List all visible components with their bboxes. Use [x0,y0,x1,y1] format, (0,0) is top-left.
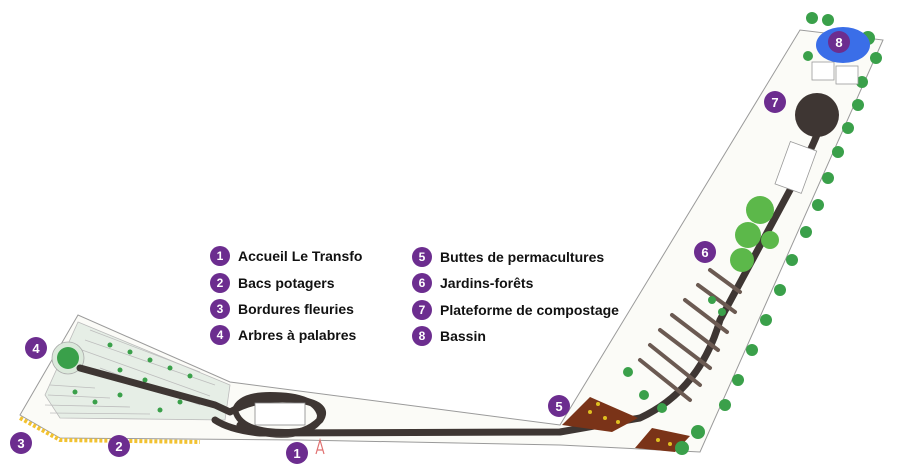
forest-garden-trees [730,196,779,272]
legend-label: Plateforme de compostage [440,302,619,318]
palaver-tree [57,347,79,369]
entrance-marker-icon [315,437,325,455]
map-marker-arbres-palabres: 4 [25,337,47,359]
legend-label: Bacs potagers [238,275,335,291]
legend-item-arbres-palabres: 4 Arbres à palabres [210,325,356,345]
legend-item-bacs-potagers: 2 Bacs potagers [210,273,334,293]
site-boundary [19,29,884,453]
legend-item-jardins-forets: 6 Jardins-forêts [412,273,533,293]
map-marker-jardins-forets: 6 [694,241,716,263]
map-marker-bacs-potagers: 2 [108,435,130,457]
compost-shed [774,141,818,194]
legend-item-bassin: 8 Bassin [412,326,486,346]
pond-building-2 [835,65,859,85]
pond-building-1 [811,61,835,81]
legend-badge: 5 [412,247,432,267]
legend-badge: 8 [412,326,432,346]
legend-item-compostage: 7 Plateforme de compostage [412,300,619,320]
map-marker-bordures-fleuries: 3 [10,432,32,454]
map-marker-compostage: 7 [764,91,786,113]
legend-label: Buttes de permacultures [440,249,605,265]
legend-label: Accueil Le Transfo [238,248,363,264]
forest-garden-rows [638,268,742,402]
bed-plants [72,342,193,413]
hedge-trees [623,12,882,455]
legend-label: Arbres à palabres [238,327,357,343]
welcome-building [254,402,306,426]
legend-item-bordures-fleuries: 3 Bordures fleuries [210,299,354,319]
map-marker-buttes-permaculture: 5 [548,395,570,417]
legend-badge: 7 [412,300,432,320]
legend-badge: 6 [412,273,432,293]
legend-label: Bordures fleuries [238,301,354,317]
legend-badge: 3 [210,299,230,319]
map-marker-accueil: 1 [286,442,308,464]
flower-border [19,416,201,444]
legend-badge: 4 [210,325,230,345]
legend-badge: 2 [210,273,230,293]
compost-platform [795,93,839,137]
legend-badge: 1 [210,246,230,266]
legend-label: Bassin [440,328,486,344]
mound-plants [588,402,672,446]
legend-label: Jardins-forêts [440,275,534,291]
legend-item-accueil: 1 Accueil Le Transfo [210,246,362,266]
map-marker-bassin: 8 [828,31,850,53]
legend-item-buttes-permaculture: 5 Buttes de permacultures [412,247,604,267]
path-loop [231,391,324,436]
